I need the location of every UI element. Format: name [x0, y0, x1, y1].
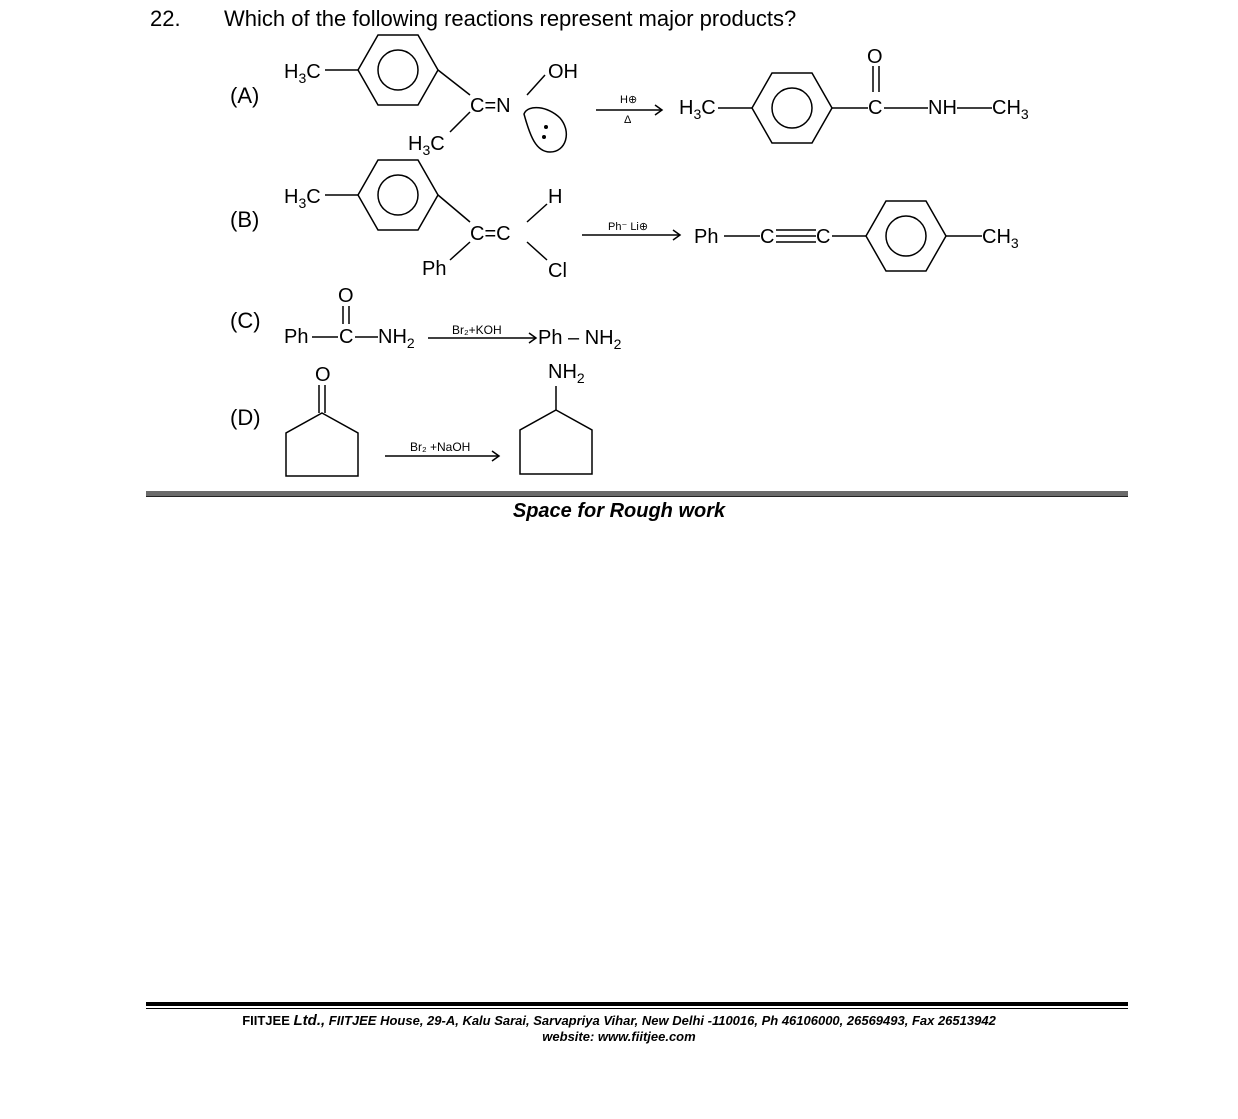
c-o: O — [338, 285, 354, 307]
benzene-ring-b2 — [865, 200, 947, 272]
aromatic-circle-a1 — [377, 49, 419, 91]
aromatic-circle-a2 — [771, 87, 813, 129]
a-oh: OH — [548, 61, 578, 83]
a-ch3: CH3 — [992, 97, 1029, 122]
footer-ltd: Ltd., — [293, 1012, 326, 1029]
b-ch3: CH3 — [982, 226, 1019, 251]
footer-rule-thin — [146, 1008, 1128, 1009]
d-o: O — [315, 364, 331, 386]
a-cn: C=N — [470, 95, 511, 117]
aromatic-circle-b2 — [885, 215, 927, 257]
footer-address: FIITJEE House, 29-A, Kalu Sarai, Sarvapr… — [328, 1013, 996, 1028]
c-ph: Ph — [284, 326, 308, 348]
a-product-h3c: H3C — [679, 97, 716, 122]
b-product-c2: C — [816, 226, 830, 248]
rough-work-heading: Space for Rough work — [512, 500, 726, 522]
option-d-reaction: O Br₂ +NaOH NH2 — [285, 361, 593, 477]
a-reagent-top: H⊕ — [620, 94, 637, 106]
option-a-label: (A) — [230, 83, 260, 108]
cyclopentanone-ring — [285, 412, 359, 477]
d-nh2: NH2 — [548, 361, 585, 386]
b-cc: C=C — [470, 223, 511, 245]
benzene-ring-a1 — [357, 34, 439, 106]
c-reagent: Br₂+KOH — [452, 323, 502, 337]
a-carbon: C — [868, 97, 882, 119]
question-number: 22. — [150, 6, 181, 31]
b-cl: Cl — [548, 260, 567, 282]
option-c-reaction: O Ph C NH2 Br₂+KOH Ph – NH2 — [284, 285, 622, 352]
option-b-reaction: H3C C=C H Ph Cl Ph⁻ Li⊕ Ph C C CH3 — [284, 159, 1019, 282]
c-nh2: NH2 — [378, 326, 415, 351]
d-reagent: Br₂ +NaOH — [410, 440, 470, 454]
option-c-label: (C) — [230, 308, 261, 333]
a-h3c-ring: H3C — [284, 61, 321, 86]
option-b-label: (B) — [230, 207, 260, 232]
footer: FIITJEE Ltd., FIITJEE House, 29-A, Kalu … — [0, 1013, 1238, 1045]
footer-brand: FIITJEE — [242, 1013, 290, 1028]
aromatic-circle-b1 — [377, 174, 419, 216]
option-d-label: (D) — [230, 405, 261, 430]
cyclopentylamine-ring — [519, 409, 593, 475]
section-divider — [146, 491, 1128, 497]
a-amide-nh: NH — [928, 97, 957, 119]
b-h3c: H3C — [284, 186, 321, 211]
b-reagent: Ph⁻ Li⊕ — [608, 221, 648, 233]
b-ph: Ph — [422, 258, 446, 280]
a-h3c-methyl: H3C — [408, 133, 445, 158]
lone-pair-lobe — [523, 106, 568, 153]
a-carbonyl-o: O — [867, 46, 883, 68]
option-a-reaction: H3C C=N OH H3C H⊕ Δ H3C C O NH CH3 — [284, 34, 1029, 158]
b-product-c1: C — [760, 226, 774, 248]
b-product-ph: Ph — [694, 226, 718, 248]
b-h: H — [548, 186, 562, 208]
benzene-ring-a2 — [751, 72, 833, 144]
question-text: Which of the following reactions represe… — [224, 6, 797, 31]
c-product: Ph – NH2 — [538, 327, 622, 352]
footer-website: website: www.fiitjee.com — [542, 1029, 696, 1044]
footer-address-line: FIITJEE Ltd., FIITJEE House, 29-A, Kalu … — [0, 1013, 1238, 1029]
benzene-ring-b1 — [357, 159, 439, 231]
reaction-schemes: H3C C=N OH H3C H⊕ Δ H3C C O NH CH3 H — [284, 34, 1029, 477]
a-reagent-bottom: Δ — [624, 114, 632, 126]
footer-rule-thick — [146, 1002, 1128, 1006]
c-c: C — [339, 326, 353, 348]
